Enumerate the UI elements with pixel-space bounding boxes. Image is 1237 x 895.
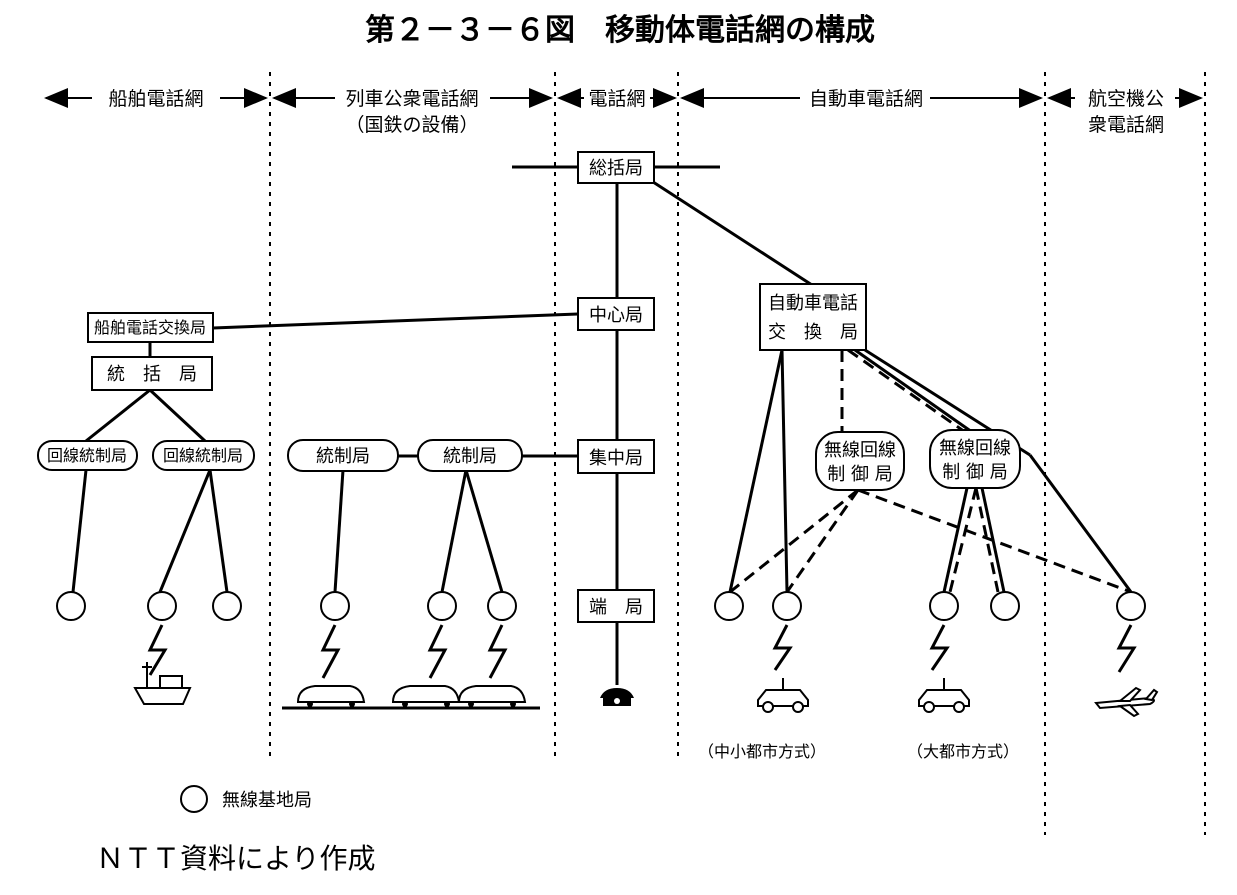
node-radio-ctrl-a-label-1: 無線回線 (824, 440, 896, 461)
legend: 無線基地局 (180, 785, 312, 813)
train-icon (282, 685, 540, 710)
section-label-air-2: 衆電話網 (1088, 114, 1164, 136)
section-header-car: 自動車電話網 (680, 88, 1043, 110)
node-train-ctrl-1-label: 統制局 (316, 446, 370, 467)
base-station-circle (427, 591, 457, 621)
car-icon (757, 678, 809, 713)
radio-bolt-icon (320, 624, 341, 679)
node-car-exchange-label-2: 交 換 局 (768, 322, 858, 343)
base-station-circle (1116, 591, 1146, 621)
node-radio-ctrl-b-label-2: 制 御 局 (942, 462, 1007, 483)
node-train-ctrl-1: 統制局 (287, 439, 399, 472)
node-train-ctrl-2: 統制局 (417, 439, 523, 472)
node-ship-exchange: 船舶電話交換局 (87, 312, 214, 343)
section-label-ship: 船舶電話網 (108, 88, 203, 110)
node-chushin: 中心局 (577, 297, 655, 331)
node-car-exchange: 自動車電話 交 換 局 (759, 283, 867, 351)
base-station-circle (487, 591, 517, 621)
node-ship-ctrl-1-label: 回線統制局 (47, 446, 127, 465)
node-ship-exchange-label: 船舶電話交換局 (94, 318, 206, 337)
node-ship-ctrl-2-label: 回線統制局 (163, 446, 243, 465)
radio-bolt-icon (1116, 624, 1137, 673)
legend-circle-icon (180, 785, 208, 813)
base-station-circle (147, 591, 177, 621)
node-radio-ctrl-b-label-1: 無線回線 (939, 438, 1011, 459)
node-ship-sokatsu: 統 括 局 (91, 356, 213, 391)
node-chushin-label: 中心局 (589, 305, 643, 326)
radio-bolt-icon (147, 624, 168, 676)
ship-icon (133, 662, 192, 705)
legend-label: 無線基地局 (222, 790, 312, 811)
telephone-icon (600, 688, 634, 706)
base-station-circle (772, 591, 802, 621)
node-shuchu-label: 集中局 (589, 448, 643, 469)
base-stations (56, 591, 1146, 621)
base-station-circle (929, 591, 959, 621)
radio-bolt-icon (929, 624, 950, 671)
base-station-circle (56, 591, 86, 621)
car-icon (918, 678, 970, 713)
node-ship-ctrl-2: 回線統制局 (152, 440, 255, 471)
node-tan: 端 局 (577, 589, 655, 623)
node-ship-sokatsu-label: 統 括 局 (107, 364, 197, 385)
base-station-circle (714, 591, 744, 621)
radio-bolt-icon (487, 624, 508, 679)
section-label-phone: 電話網 (588, 88, 645, 110)
section-header-train: 列車公衆電話網 （国鉄の設備） (272, 88, 553, 136)
node-ship-ctrl-1: 回線統制局 (37, 440, 138, 471)
radio-bolt-icon (427, 624, 448, 679)
node-car-exchange-label-1: 自動車電話 (768, 293, 858, 314)
section-label-train: 列車公衆電話網 (345, 88, 478, 110)
airplane-icon (1094, 686, 1159, 718)
node-train-ctrl-2-label: 統制局 (443, 446, 497, 467)
section-label-air: 航空機公 (1088, 88, 1164, 110)
section-header-air: 航空機公 衆電話網 (1047, 88, 1203, 136)
node-tan-label: 端 局 (589, 597, 643, 618)
section-label-train-note: （国鉄の設備） (345, 114, 478, 136)
node-radio-ctrl-a: 無線回線 制 御 局 (815, 431, 905, 491)
radio-links (147, 624, 1137, 679)
node-sokatsu-top: 総括局 (577, 151, 655, 184)
section-header-ship: 船舶電話網 (44, 88, 268, 110)
radio-bolt-icon (772, 624, 793, 671)
base-station-circle (212, 591, 242, 621)
node-sokatsu-top-label: 総括局 (589, 158, 643, 179)
base-station-circle (990, 591, 1020, 621)
connections (71, 165, 1133, 685)
node-radio-ctrl-b: 無線回線 制 御 局 (929, 429, 1021, 489)
base-station-circle (320, 591, 350, 621)
node-radio-ctrl-a-label-2: 制 御 局 (827, 464, 892, 485)
section-label-car: 自動車電話網 (809, 88, 923, 110)
annotation-mid-small-city: （中小都市方式） (698, 742, 826, 761)
annotation-large-city: （大都市方式） (907, 742, 1019, 761)
diagram-title: 第２－３－６図 移動体電話網の構成 (365, 13, 875, 48)
section-header-phone: 電話網 (557, 88, 677, 110)
source-note: ＮＴＴ資料により作成 (96, 842, 375, 875)
node-shuchu: 集中局 (577, 439, 655, 474)
